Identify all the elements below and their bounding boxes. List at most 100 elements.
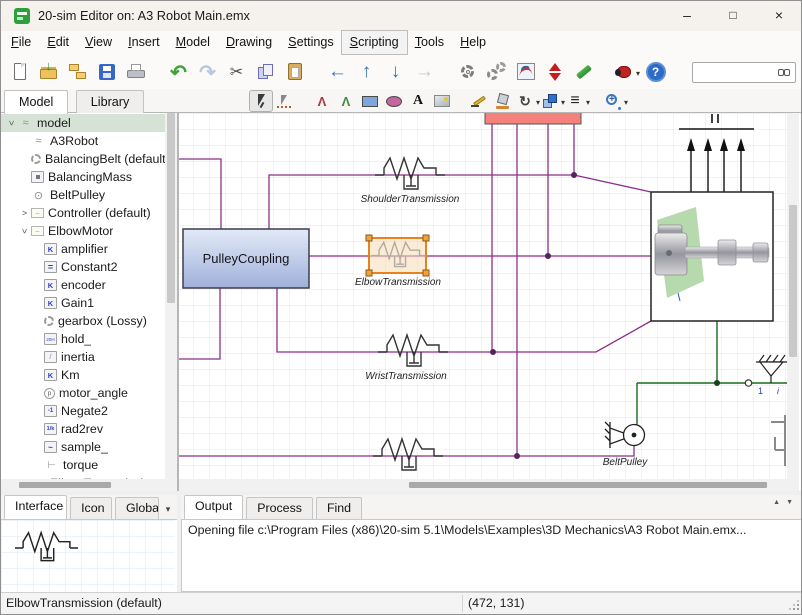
tree-item-motor-angle[interactable]: motor_angle: [1, 384, 165, 402]
menu-scripting[interactable]: Scripting: [340, 30, 408, 55]
nav-forward-button[interactable]: [411, 58, 438, 86]
pen-color-button[interactable]: [467, 90, 491, 112]
save-button[interactable]: [93, 58, 120, 86]
tab-model[interactable]: Model: [4, 90, 69, 114]
canvas-vertical-scrollbar[interactable]: [787, 113, 799, 479]
tab-icon[interactable]: Icon: [70, 497, 112, 519]
debug-button[interactable]: [613, 58, 640, 86]
arrange-button[interactable]: [540, 90, 565, 112]
tree-item-negate2[interactable]: Negate2: [1, 402, 165, 420]
tab-find[interactable]: Find: [315, 497, 363, 519]
tree-item-beltpulley[interactable]: BeltPulley: [1, 186, 165, 204]
pulley-coupling-block[interactable]: PulleyCoupling: [182, 228, 310, 289]
tree-item-sample[interactable]: sample_: [1, 438, 165, 456]
tree-item-hold[interactable]: hold_: [1, 330, 165, 348]
menu-settings[interactable]: Settings: [288, 35, 334, 49]
multi-gears-button[interactable]: [483, 58, 510, 86]
selection-handles[interactable]: [365, 234, 430, 277]
scroll-down-icon[interactable]: [786, 499, 793, 506]
canvas-horizontal-scrollbar[interactable]: [179, 479, 787, 491]
tree-item-amplifier[interactable]: amplifier: [1, 240, 165, 258]
elbow-transmission-component[interactable]: ElbowTransmission: [355, 234, 441, 288]
robot-3d-submodel[interactable]: [650, 191, 774, 322]
connection-lines[interactable]: [179, 124, 652, 457]
diagram-canvas[interactable]: 1 i BeltPulley: [179, 109, 787, 479]
chevron-closed-icon[interactable]: [18, 208, 31, 218]
tree-hscroll-thumb[interactable]: [19, 482, 111, 488]
tree-item-a3robot[interactable]: A3Robot: [1, 132, 165, 150]
menu-model[interactable]: Model: [175, 35, 210, 49]
draw-ellipse-button[interactable]: [382, 90, 406, 112]
minimize-button[interactable]: –: [683, 7, 691, 23]
panel-splitter[interactable]: [177, 113, 179, 491]
zoom-button[interactable]: [603, 90, 628, 112]
nav-up-button[interactable]: [353, 58, 380, 86]
tree-vscroll-thumb[interactable]: [167, 113, 175, 303]
tree-item-inertia[interactable]: inertia: [1, 348, 165, 366]
draw-rect-button[interactable]: [358, 90, 382, 112]
tree-horizontal-scrollbar[interactable]: [1, 479, 177, 491]
fill-color-button[interactable]: [491, 90, 515, 112]
tab-library[interactable]: Library: [75, 90, 145, 113]
canvas-hscroll-thumb[interactable]: [409, 482, 767, 488]
draw-text-button[interactable]: [406, 90, 430, 112]
fixed-world-icon[interactable]: [756, 354, 787, 383]
tree-item-rad2rev[interactable]: rad2rev: [1, 420, 165, 438]
output-log[interactable]: Opening file c:\Program Files (x86)\20-s…: [181, 519, 801, 592]
menu-file[interactable]: File: [11, 35, 32, 49]
menu-help[interactable]: Help: [460, 35, 487, 49]
simulate-button[interactable]: [541, 58, 568, 86]
maximize-button[interactable]: □: [729, 8, 737, 22]
horizontal-splitter[interactable]: [1, 491, 801, 495]
tab-interface[interactable]: Interface: [4, 495, 68, 519]
belt-pulley-component[interactable]: BeltPulley: [603, 421, 648, 468]
line-width-button[interactable]: [565, 90, 590, 112]
rotate-button[interactable]: [515, 90, 540, 112]
print-button[interactable]: [122, 58, 149, 86]
shoulder-transmission-component[interactable]: ShoulderTransmission: [361, 157, 460, 205]
tree-item-balancingbelt-default[interactable]: BalancingBelt (default): [1, 150, 165, 168]
menu-view[interactable]: View: [85, 35, 113, 49]
undo-button[interactable]: [165, 58, 192, 86]
tree-item-torque[interactable]: torque: [1, 456, 165, 474]
scroll-up-icon[interactable]: [773, 499, 780, 506]
help-button[interactable]: [642, 58, 669, 86]
cut-button[interactable]: [223, 58, 250, 86]
chevron-open-icon[interactable]: [18, 226, 31, 236]
tree-item-balancingmass[interactable]: BalancingMass: [1, 168, 165, 186]
check-model-button[interactable]: [570, 58, 597, 86]
tab-globals[interactable]: Globals: [115, 497, 159, 519]
tab-process[interactable]: Process: [246, 497, 313, 519]
tree-item-elbowtransmission[interactable]: ElbowTransmission: [1, 474, 165, 479]
resize-grip[interactable]: [788, 599, 800, 611]
tree-item-encoder[interactable]: encoder: [1, 276, 165, 294]
select-button[interactable]: [249, 90, 273, 112]
copy-button[interactable]: [252, 58, 279, 86]
open-file-button[interactable]: [35, 58, 62, 86]
run-settings-button[interactable]: [454, 58, 481, 86]
tree-item-gearbox-lossy[interactable]: gearbox (Lossy): [1, 312, 165, 330]
red-block[interactable]: [484, 109, 582, 125]
tree-item-gain1[interactable]: Gain1: [1, 294, 165, 312]
plot-button[interactable]: [512, 58, 539, 86]
tree-item-model[interactable]: model: [1, 114, 165, 132]
canvas-vscroll-thumb[interactable]: [789, 205, 797, 357]
nav-back-button[interactable]: [324, 58, 351, 86]
bond-red-button[interactable]: [310, 90, 334, 112]
menu-edit[interactable]: Edit: [47, 35, 70, 49]
wrist-transmission-component[interactable]: WristTransmission: [365, 334, 449, 382]
mechanical-lines[interactable]: [636, 321, 787, 425]
tab-overflow-button[interactable]: [159, 499, 177, 519]
tree-item-constant2[interactable]: Constant2: [1, 258, 165, 276]
new-file-button[interactable]: [6, 58, 33, 86]
redo-button[interactable]: [194, 58, 221, 86]
paste-button[interactable]: [281, 58, 308, 86]
bond-green-button[interactable]: [334, 90, 358, 112]
nav-down-button[interactable]: [382, 58, 409, 86]
tab-output[interactable]: Output: [184, 495, 244, 519]
tree-item-km[interactable]: Km: [1, 366, 165, 384]
menu-tools[interactable]: Tools: [414, 35, 445, 49]
search-input[interactable]: [697, 65, 778, 80]
draw-image-button[interactable]: [430, 90, 454, 112]
connect-button[interactable]: [273, 90, 297, 112]
